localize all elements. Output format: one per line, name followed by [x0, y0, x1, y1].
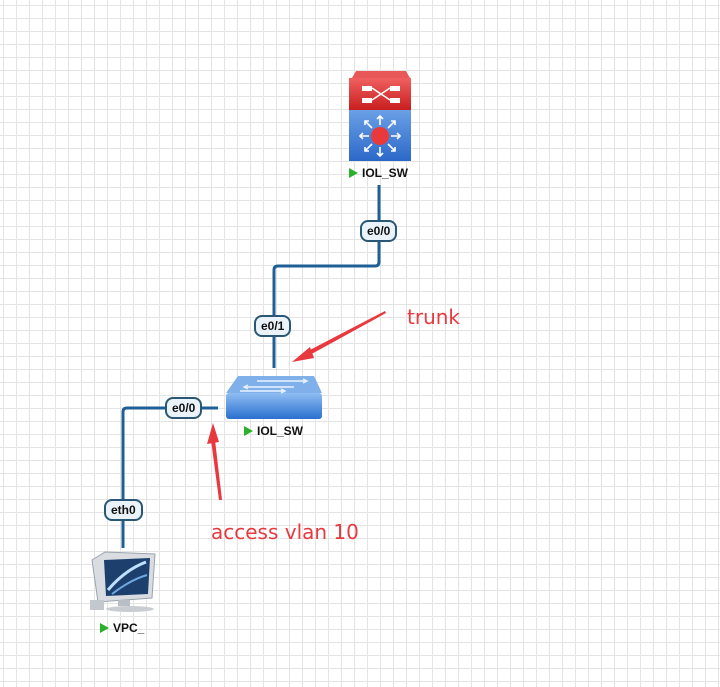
link-l2-to-vpc[interactable] — [121, 406, 218, 548]
port-vpc-eth0[interactable]: eth0 — [104, 499, 143, 521]
running-status-icon — [100, 623, 109, 633]
layer2-switch-icon[interactable] — [226, 376, 322, 419]
port-l3-e0-0[interactable]: e0/0 — [360, 220, 398, 242]
layer3-switch-icon[interactable] — [349, 71, 411, 161]
trunk-arrow — [292, 311, 386, 362]
port-l2-e0-0[interactable]: e0/0 — [165, 397, 203, 419]
access-arrow — [207, 423, 222, 500]
port-l2-e0-1[interactable]: e0/1 — [254, 315, 292, 337]
node-name: IOL_SW — [362, 166, 409, 180]
vpc-icon[interactable] — [90, 551, 156, 612]
node-name: VPC_ — [113, 621, 145, 635]
annotation-trunk: trunk — [407, 305, 460, 329]
node-label-l2-switch[interactable]: IOL_SW — [244, 424, 303, 438]
running-status-icon — [349, 168, 358, 178]
node-label-l3-switch[interactable]: IOL_SW — [349, 166, 408, 180]
annotation-access-vlan: access vlan 10 — [211, 520, 359, 544]
node-label-vpc[interactable]: VPC_ — [100, 621, 144, 635]
running-status-icon — [244, 426, 253, 436]
link-l3-to-l2[interactable] — [272, 185, 381, 368]
node-name: IOL_SW — [257, 424, 304, 438]
